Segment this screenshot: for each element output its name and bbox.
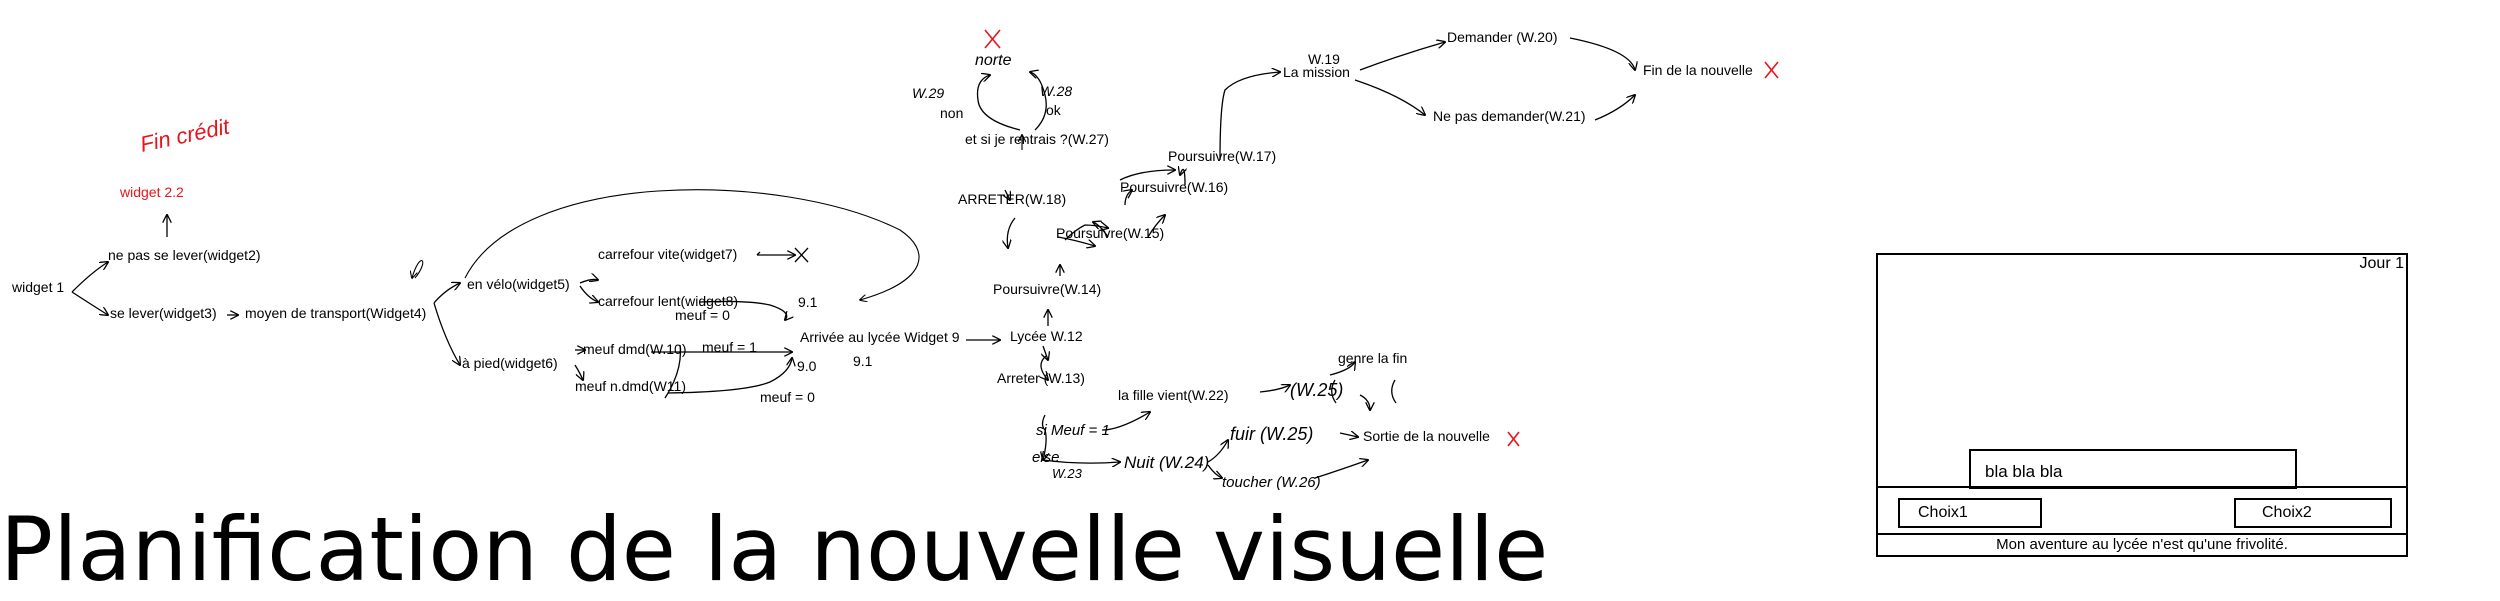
edge-label-meuf1: meuf = 1 xyxy=(702,339,757,355)
sketch-marks xyxy=(664,247,1397,404)
node-w13: Arreter (W.13) xyxy=(997,370,1085,386)
node-w11: meuf n.dmd(W11) xyxy=(575,378,686,394)
node-w17: Poursuivre(W.17) xyxy=(1168,148,1276,164)
story-flowchart: widget 1 ne pas se lever(widget2) widget… xyxy=(11,29,1779,491)
node-w16: Poursuivre(W.16) xyxy=(1120,179,1228,195)
node-w24: Nuit (W.24) xyxy=(1124,453,1209,472)
page-title: Planification de la nouvelle visuelle xyxy=(0,498,1549,601)
node-widget4: moyen de transport(Widget4) xyxy=(245,305,426,321)
node-w25-top: (W.25) xyxy=(1290,380,1343,400)
mockup-caption: Mon aventure au lycée n'est qu'une frivo… xyxy=(1996,536,2288,553)
cond-else: else xyxy=(1032,449,1060,466)
choice2-button[interactable]: Choix2 xyxy=(2234,498,2392,528)
node-widget8: carrefour lent(widget8) xyxy=(598,293,738,309)
node-w19: La mission xyxy=(1283,64,1350,80)
node-widget1: widget 1 xyxy=(11,279,64,295)
node-w23: W.23 xyxy=(1052,466,1083,481)
node-widget5: en vélo(widget5) xyxy=(467,276,570,292)
cond-si-meuf: si Meuf = 1 xyxy=(1036,422,1110,439)
node-w22: la fille vient(W.22) xyxy=(1118,387,1228,403)
node-genre-fin: genre la fin xyxy=(1338,350,1407,366)
node-widget22: widget 2.2 xyxy=(119,184,184,200)
node-w28: W.28 xyxy=(1040,83,1072,99)
red-cross-norte xyxy=(984,29,1001,49)
node-w21: Ne pas demander(W.21) xyxy=(1433,108,1586,124)
label-non: non xyxy=(940,105,963,121)
node-w29: W.29 xyxy=(912,85,944,101)
label-ok: ok xyxy=(1046,102,1062,118)
flow-edges xyxy=(71,37,1635,478)
day-label: Jour 1 xyxy=(2359,255,2404,272)
node-w15: Poursuivre(W.15) xyxy=(1056,225,1164,241)
choice1-button[interactable]: Choix1 xyxy=(1898,498,2042,528)
choice-bar: Choix1 Choix2 xyxy=(1878,486,2406,535)
node-w12: Lycée W.12 xyxy=(1010,328,1083,344)
node-fin-credit: Fin crédit xyxy=(138,113,233,156)
node-w20: Demander (W.20) xyxy=(1447,29,1557,45)
edge-label-91-b: 9.1 xyxy=(853,353,873,369)
game-screen-mockup: Jour 1 bla bla bla Choix1 Choix2 Mon ave… xyxy=(1876,253,2408,557)
node-w10: meuf dmd(W.10) xyxy=(583,341,686,357)
node-widget2: ne pas se lever(widget2) xyxy=(108,247,261,263)
node-widget7: carrefour vite(widget7) xyxy=(598,246,737,262)
red-cross-fin-nouvelle xyxy=(1764,61,1779,79)
edge-label-meuf0-a: meuf = 0 xyxy=(675,307,730,323)
red-marks xyxy=(984,29,1779,447)
node-w18: ARRETER(W.18) xyxy=(958,191,1066,207)
node-w27: et si je rentrais ?(W.27) xyxy=(965,131,1109,147)
node-w25: fuir (W.25) xyxy=(1230,424,1313,444)
node-fin-nouvelle: Fin de la nouvelle xyxy=(1643,62,1753,78)
node-widget6: à pied(widget6) xyxy=(462,355,558,371)
node-sortie: Sortie de la nouvelle xyxy=(1363,428,1490,444)
node-widget9: Arrivée au lycée Widget 9 xyxy=(800,329,960,345)
node-widget3: se lever(widget3) xyxy=(110,305,217,321)
node-w26: toucher (W.26) xyxy=(1222,474,1321,491)
node-w14: Poursuivre(W.14) xyxy=(993,281,1101,297)
red-cross-sortie xyxy=(1507,431,1520,447)
edge-label-90: 9.0 xyxy=(797,358,817,374)
edge-label-meuf0-b: meuf = 0 xyxy=(760,389,815,405)
node-w19-code: W.19 xyxy=(1308,51,1340,67)
node-norte: norte xyxy=(975,52,1012,69)
dialog-box: bla bla bla xyxy=(1969,449,2297,489)
edge-label-91-a: 9.1 xyxy=(798,294,818,310)
